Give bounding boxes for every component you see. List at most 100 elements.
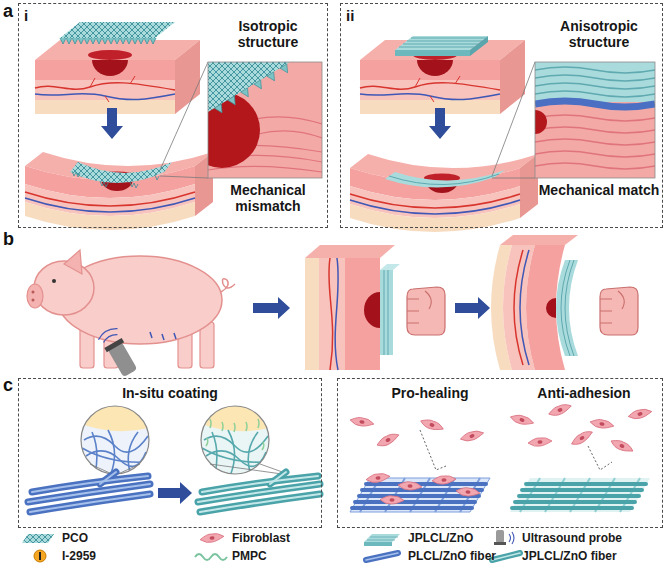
cell-response-art-part: [547, 402, 572, 418]
legend-samples-part: [494, 542, 506, 545]
legend-samples-part: [22, 534, 54, 543]
legend-samples-part: [200, 532, 225, 544]
anisotropic-panel-art-part: [350, 154, 538, 232]
coating-art-part-part: [202, 430, 268, 476]
pig-model-art-part: [500, 235, 578, 245]
cell-response-art-part: [589, 418, 614, 430]
coating-art-part-part: [81, 406, 149, 431]
isotropic-panel-art-part: [35, 40, 200, 114]
pig-model-art-part: [319, 258, 345, 370]
pig-model-art-part: [329, 258, 333, 370]
pig-model-art-part: [34, 261, 94, 315]
legend-samples-part: [509, 532, 514, 544]
panel-letter: b: [3, 230, 14, 248]
cell-response-art-part: [432, 475, 457, 485]
dashed-panel-box: In-situ coating: [18, 378, 322, 528]
cell-response-art-part: [609, 437, 634, 455]
pig-model-art-part: [64, 250, 82, 274]
pig-model-art-part: [455, 297, 490, 319]
panel-letter: a: [3, 2, 13, 20]
isotropic-panel-art-part: [208, 62, 322, 178]
pig-model-art-part: [380, 270, 393, 355]
pig-model-art-part: [561, 260, 574, 356]
cell-response-art-part: [398, 481, 423, 491]
legend-samples-part: [366, 553, 398, 560]
legend-text: PCO: [62, 531, 88, 545]
pig-model-art-part: [520, 250, 529, 365]
panel-numeral: i: [24, 7, 44, 24]
coating-art-part-part: [81, 406, 149, 474]
pig-model-art-part: [221, 279, 235, 292]
isotropic-panel-art-part: [72, 171, 159, 188]
panel-heading: Mechanical mismatch: [209, 182, 327, 214]
cell-response-art-part: [510, 478, 650, 512]
legend-text: PLCL/ZnO fiber: [408, 549, 496, 563]
anisotropic-panel-art-part: [395, 50, 470, 56]
cell-response-art-part: [570, 428, 595, 447]
pig-model-art-part-part: [104, 338, 124, 352]
pig-model-art-part: [97, 326, 140, 379]
pig-model-art-part: [150, 332, 176, 340]
legend-samples-part: [364, 534, 400, 542]
legend-samples-part: [364, 542, 392, 546]
pig-model-art-part: [380, 264, 400, 270]
isotropic-panel-art-part: [160, 62, 208, 178]
legend-text: JPLCL/ZnO fiber: [522, 549, 617, 563]
coating-art-part: [81, 406, 149, 476]
cell-response-art-part: [349, 416, 374, 428]
cell-response-art-part: [350, 478, 490, 512]
coating-art-part-part: [206, 419, 264, 450]
pig-model-art-part: [546, 298, 556, 318]
pig-model-art-part-part: [97, 326, 120, 344]
pig-model-art-part: [345, 258, 380, 370]
pig-model-art-part: [407, 287, 445, 335]
coating-art-part: [198, 472, 320, 512]
legend-samples-part: [39, 552, 41, 560]
pig-model-art-part: [335, 258, 338, 370]
cell-response-art-part: [627, 407, 652, 420]
panel-heading: Anisotropic structure: [537, 18, 661, 50]
legend-samples-part: [195, 554, 227, 560]
anisotropic-panel-art-part: [429, 108, 451, 139]
panel-heading: In-situ coating: [19, 385, 321, 401]
coating-art-part: [158, 482, 192, 504]
cell-response-art-part: [419, 417, 444, 433]
coating-art-part: [198, 472, 320, 512]
legend-samples-part: [366, 553, 398, 560]
panel-heading: Mechanical match: [537, 182, 661, 198]
anisotropic-panel-art-part: [470, 36, 488, 56]
panel-heading: Isotropic structure: [209, 18, 327, 50]
isotropic-panel-art-part: [25, 152, 213, 230]
anisotropic-panel-art-part: [535, 62, 655, 178]
legend-text: JPLCL/ZnO: [408, 531, 473, 545]
coating-art-part: [90, 464, 288, 474]
legend-text: I-2959: [62, 549, 96, 563]
coating-art-part: [28, 472, 150, 512]
coating-art-part: [28, 472, 150, 512]
panel-numeral: ii: [346, 7, 370, 24]
anisotropic-panel-art: [350, 36, 655, 232]
pig-model-art-part: [253, 297, 290, 319]
pig-model-art-part: [305, 258, 319, 370]
anisotropic-panel-art-part: [492, 62, 535, 178]
isotropic-panel-art-part-part: [208, 62, 290, 112]
isotropic-panel-art-part-part: [208, 62, 290, 112]
legend-samples-part: [367, 537, 398, 540]
coating-art-part: [201, 406, 269, 476]
isotropic-panel-art-part: [60, 38, 156, 44]
anisotropic-panel-art-part: [360, 40, 525, 114]
coating-art-part: [81, 406, 149, 474]
anisotropic-panel-art-part-part: [535, 101, 655, 107]
cell-response-art-part: [588, 446, 612, 470]
pig-model-art-part: [556, 260, 578, 356]
isotropic-panel-art-part: [101, 108, 123, 139]
panel-letter: c: [3, 376, 13, 394]
legend-samples-part: [492, 553, 520, 560]
pig-model-art-part: [32, 299, 35, 302]
anisotropic-panel-art-part: [385, 170, 505, 188]
pig-model-art-part: [305, 245, 395, 258]
cell-response-art-part: [528, 437, 553, 447]
